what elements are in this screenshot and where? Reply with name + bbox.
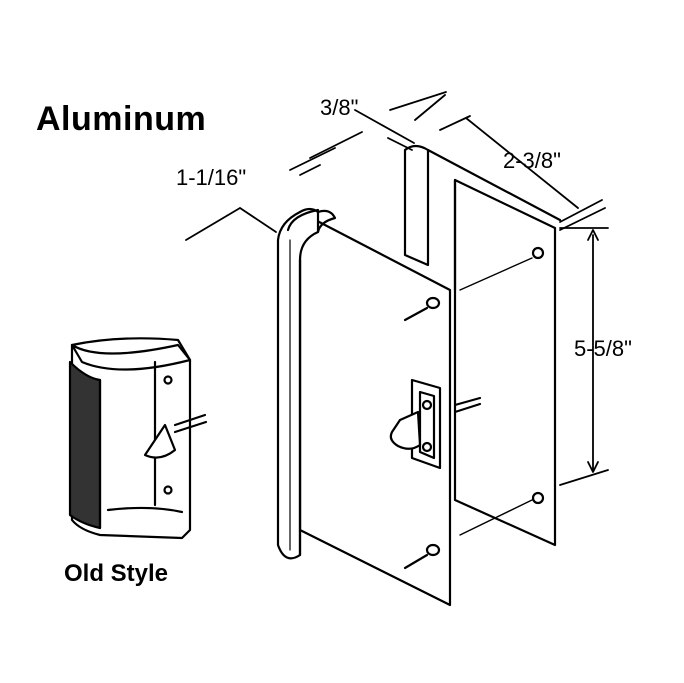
dimension-lines bbox=[185, 91, 609, 486]
dim-label-5-5-8: 5-5/8" bbox=[574, 336, 632, 361]
page-title: Aluminum bbox=[36, 100, 207, 138]
dim-label-3-8: 3/8" bbox=[320, 95, 359, 120]
dim-label-1-1-16: 1-1/16" bbox=[176, 165, 247, 190]
old-latch-lever bbox=[143, 423, 177, 459]
old-handle-top bbox=[70, 343, 192, 371]
aluminum-handle bbox=[276, 144, 562, 607]
hole-top-back bbox=[531, 246, 545, 260]
hole-bottom-back bbox=[531, 491, 545, 505]
back-flange bbox=[403, 144, 430, 267]
dim-label-2-3-8: 2-3/8" bbox=[503, 148, 561, 173]
hole-top-front bbox=[425, 296, 441, 310]
old-style-label: Old Style bbox=[64, 560, 169, 587]
old-handle-grip bbox=[68, 360, 102, 530]
latch-lever bbox=[389, 410, 422, 450]
hole-bottom-front bbox=[425, 543, 441, 557]
old-style-handle bbox=[68, 337, 208, 540]
back-plate bbox=[453, 178, 557, 547]
